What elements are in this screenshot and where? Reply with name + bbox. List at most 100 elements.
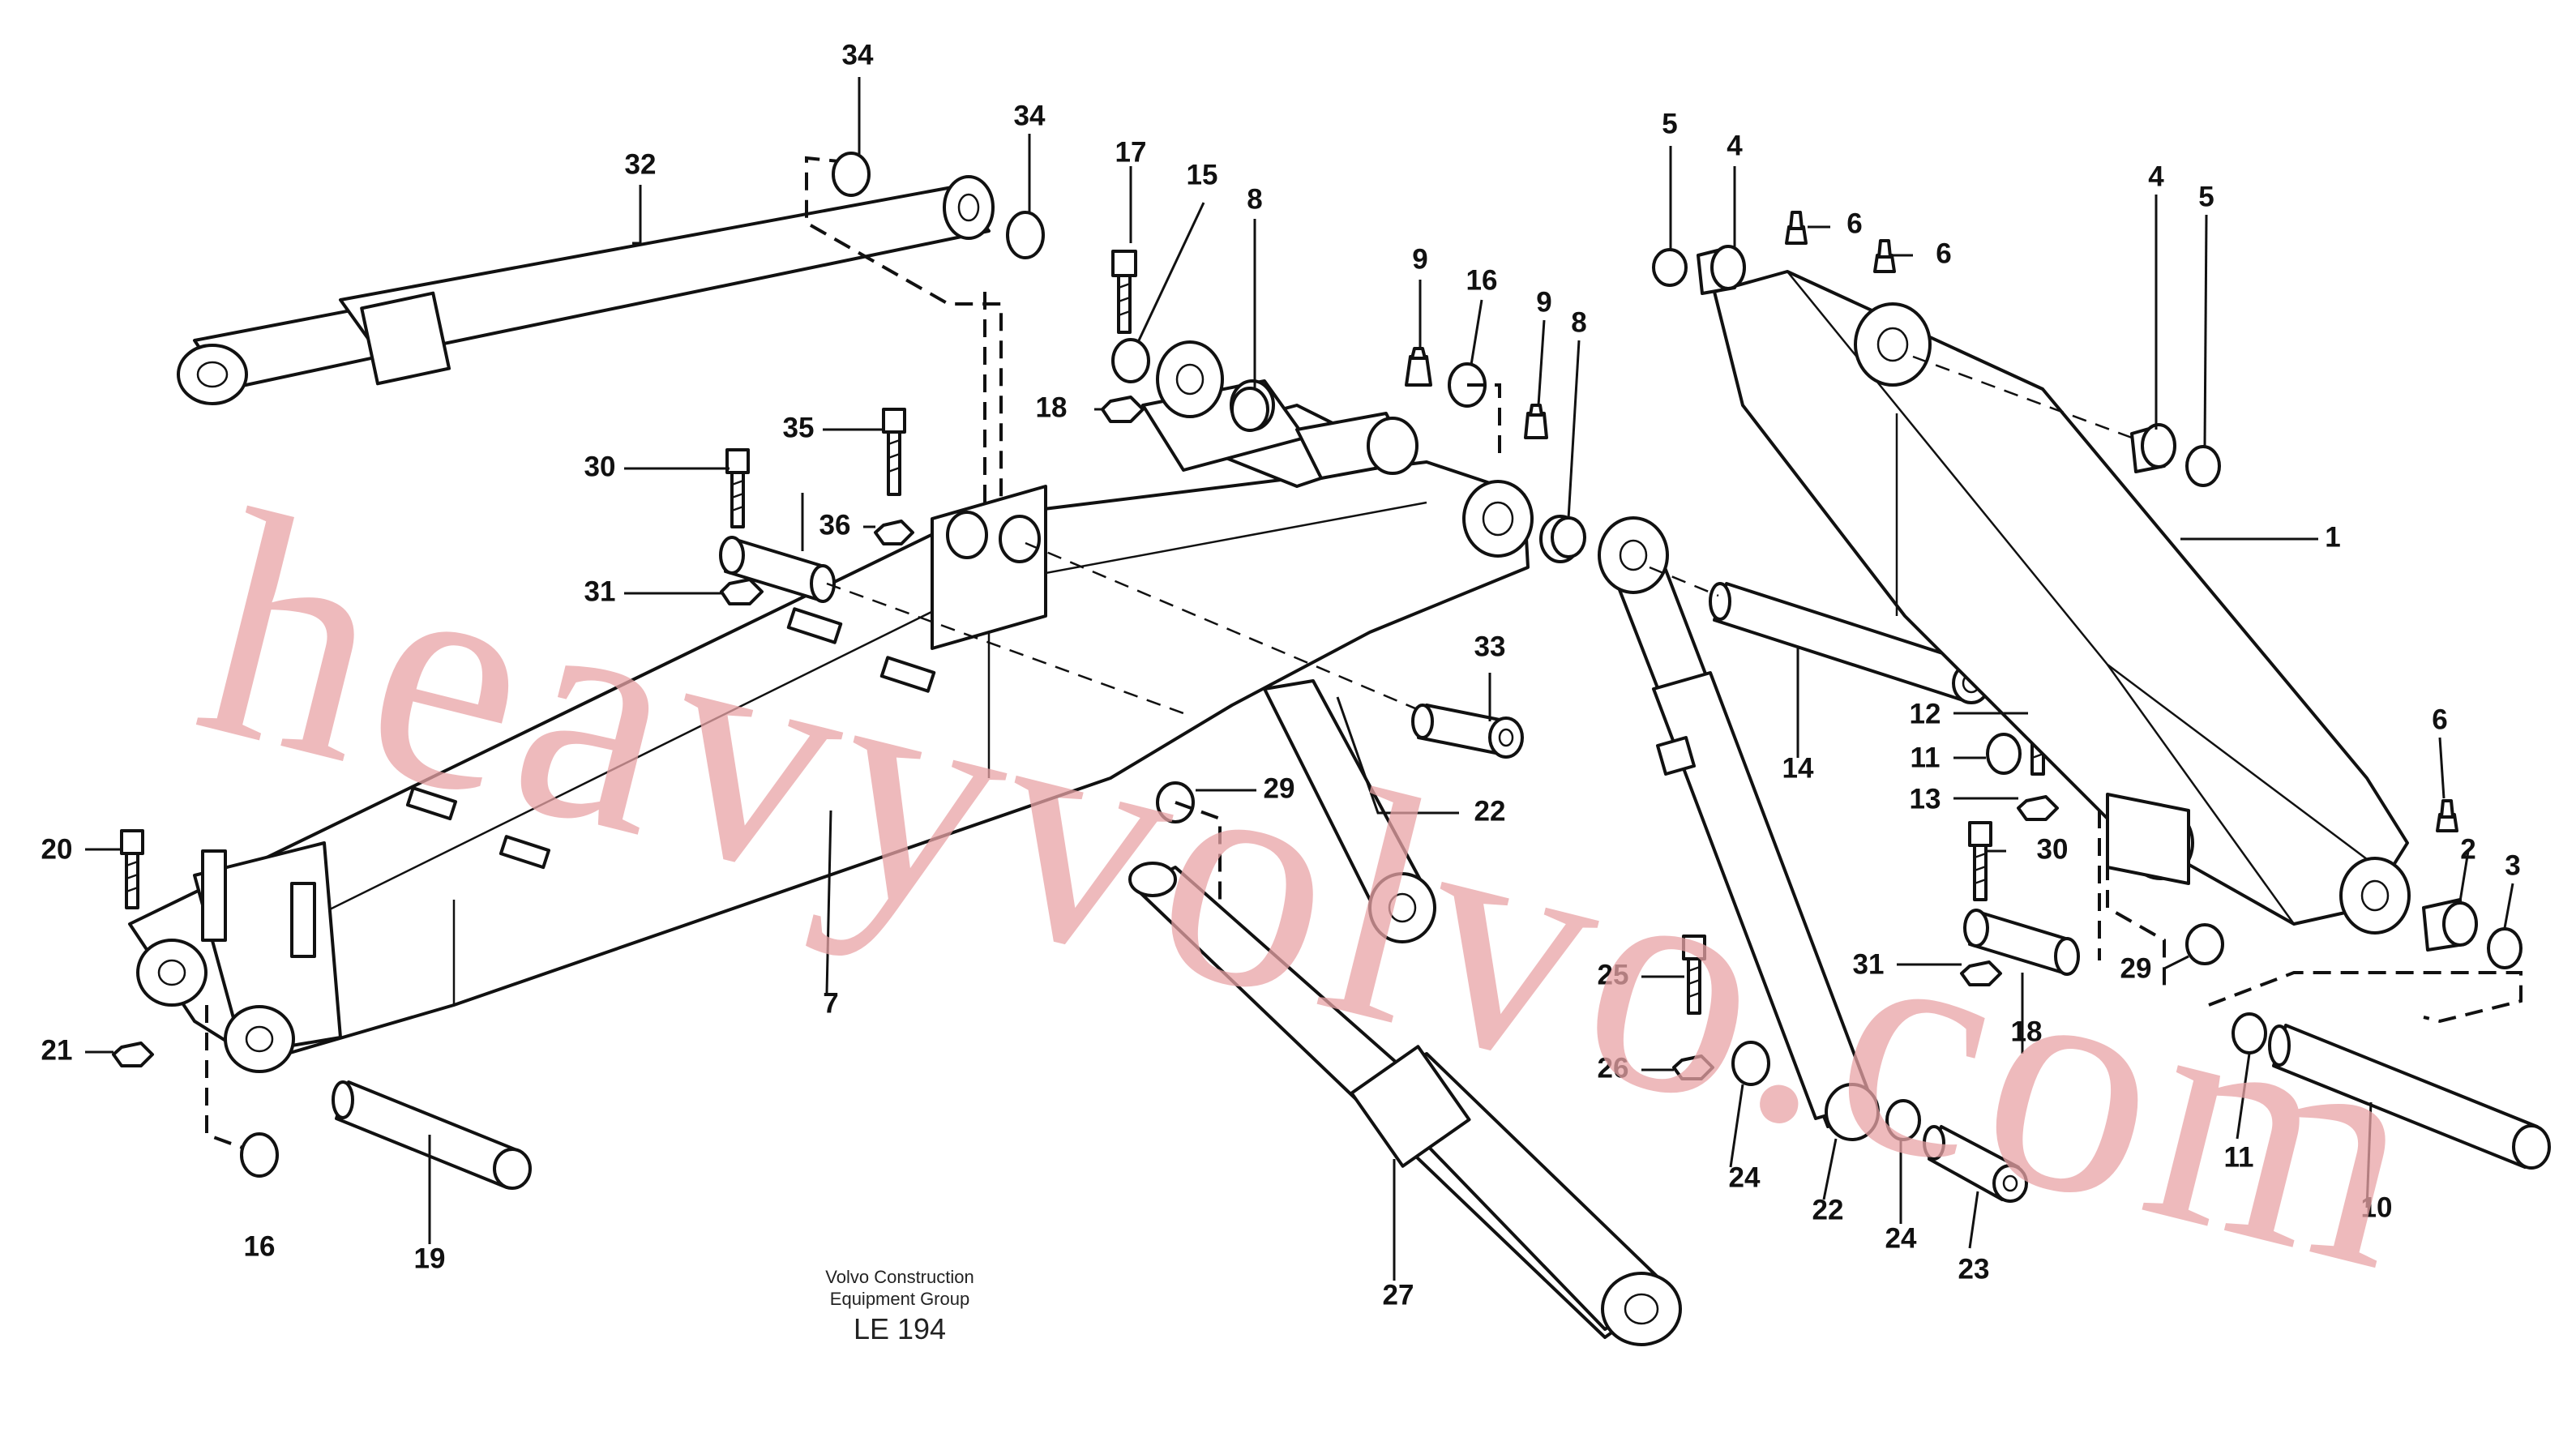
callout-18a: 18: [1036, 391, 1068, 423]
callout-30b: 30: [2037, 833, 2069, 865]
pin-alignment-line-28: [826, 582, 1184, 715]
washer-11a: [1986, 733, 2022, 775]
arm-cylinder: [1128, 862, 1682, 1346]
washer-24a: [1731, 1041, 1770, 1086]
washer-5a: [1652, 248, 1688, 287]
callout-19: 19: [414, 1243, 446, 1274]
callout-26: 26: [1598, 1052, 1629, 1084]
callout-33: 33: [1474, 631, 1506, 662]
callout-4a: 4: [1727, 130, 1743, 161]
nut-21: [112, 1042, 154, 1067]
callout-22a: 22: [1474, 795, 1506, 827]
pin-28a: [719, 536, 836, 603]
callout-20: 20: [41, 833, 73, 865]
bolt-30b: [1968, 821, 1992, 901]
callout-3: 3: [2505, 849, 2520, 881]
grease-nipple-9b: [1524, 404, 1548, 439]
credit-line-2: Equipment Group: [830, 1289, 969, 1309]
washer-16b: [240, 1132, 279, 1178]
pin-33: [1411, 704, 1524, 759]
callout-25: 25: [1598, 959, 1629, 990]
grease-nipple-9a: [1405, 347, 1432, 387]
washer-5b: [2185, 445, 2221, 487]
pin-28b: [1963, 909, 2080, 976]
washer-16b-dash-path: [205, 1005, 252, 1153]
bolt-20: [120, 829, 144, 909]
grease-nipple-6b: [1873, 239, 1896, 273]
callout-1: 1: [2325, 521, 2340, 553]
grease-nipple-6a: [1785, 211, 1808, 245]
callout-30a: 30: [584, 451, 616, 482]
washer-34b: [1006, 211, 1045, 259]
callout-4b: 4: [2148, 160, 2164, 192]
callout-10: 10: [2361, 1191, 2393, 1223]
washer-29b: [2185, 923, 2224, 965]
callout-11b: 11: [2224, 1141, 2254, 1173]
arm: [1713, 270, 2411, 935]
bolt-25: [1682, 935, 1706, 1015]
callout-6b: 6: [1936, 237, 1951, 269]
bushing-2: [2422, 898, 2478, 952]
bolt-30a: [725, 448, 750, 528]
callout-6c: 6: [2432, 704, 2447, 735]
callout-18b: 18: [2011, 1016, 2043, 1047]
callout-35: 35: [783, 412, 815, 443]
link-rod-22a: [1263, 679, 1436, 943]
callout-12: 12: [1910, 698, 1941, 729]
grease-nipple-6c: [2436, 799, 2458, 832]
callout-6a: 6: [1846, 207, 1862, 239]
callout-5b: 5: [2198, 181, 2214, 212]
bushing-4b: [2130, 423, 2176, 473]
nut-13: [2017, 795, 2059, 821]
callout-29a: 29: [1264, 772, 1295, 804]
callout-31b: 31: [1853, 948, 1885, 980]
bushing-15: [1111, 338, 1150, 383]
callout-21: 21: [41, 1034, 73, 1066]
nut-26: [1672, 1054, 1714, 1080]
pin-19: [332, 1080, 532, 1190]
drawing-code: LE 194: [854, 1312, 946, 1345]
washer-3: [2487, 927, 2523, 969]
nut-36: [874, 520, 914, 545]
washer-16-dash-path: [1467, 383, 1501, 462]
callout-14: 14: [1782, 752, 1814, 784]
callout-9b: 9: [1536, 286, 1551, 318]
callout-16a: 16: [1466, 264, 1498, 296]
pin-23: [1923, 1125, 2028, 1203]
cylinder-mount-dash-path: [805, 156, 1003, 519]
callout-32: 32: [625, 148, 657, 180]
callout-17: 17: [1115, 136, 1147, 168]
nut-18a: [1101, 396, 1145, 423]
callout-7: 7: [823, 987, 838, 1019]
callout-29b: 29: [2120, 952, 2152, 984]
callout-11a: 11: [1911, 742, 1941, 773]
callout-13: 13: [1910, 783, 1941, 815]
bushing-4a: [1697, 245, 1746, 295]
callout-34a: 34: [842, 39, 874, 71]
callout-23: 23: [1958, 1253, 1990, 1285]
callout-5a: 5: [1662, 108, 1677, 139]
bushing-8c: [1551, 516, 1586, 558]
callout-24b: 24: [1885, 1222, 1917, 1254]
arm-pin-alignment-line: [1912, 355, 2133, 439]
pin-10: [2268, 1024, 2551, 1170]
bolt-17: [1111, 250, 1137, 334]
washer-24b: [1885, 1099, 1921, 1141]
callout-24a: 24: [1729, 1161, 1761, 1193]
washer-29-dash-path: [1175, 801, 1222, 932]
callout-34b: 34: [1014, 100, 1046, 131]
bushing-8a: [1230, 387, 1269, 432]
nut-31b: [1960, 960, 2002, 986]
callouts: 34 34 32 17 15 8 9 16 9 8 18 35 30 36 31…: [41, 39, 2521, 1311]
callout-22b: 22: [1812, 1194, 1844, 1225]
bucket-cylinder-22b: [1598, 516, 1880, 1141]
callout-15: 15: [1187, 159, 1218, 190]
callout-9a: 9: [1412, 243, 1427, 275]
callout-2: 2: [2460, 833, 2475, 865]
leader-lines: [85, 77, 2514, 1281]
callout-8a: 8: [1247, 183, 1262, 215]
washer-34a: [832, 152, 871, 197]
credit-line-1: Volvo Construction: [825, 1267, 973, 1287]
